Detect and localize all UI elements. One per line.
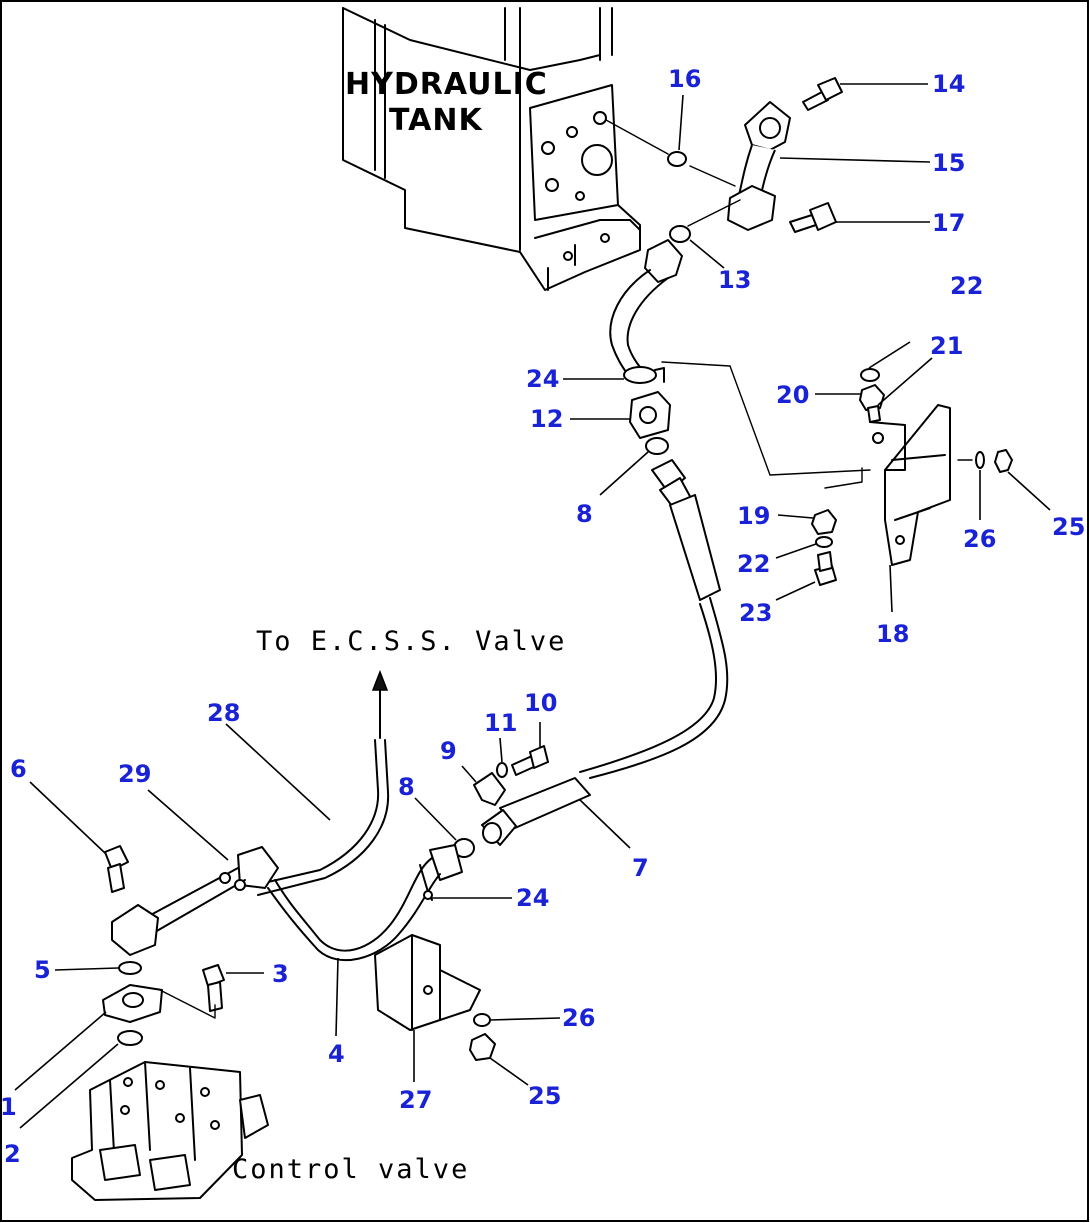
callout-28: 28 xyxy=(207,699,240,727)
callout-3: 3 xyxy=(272,960,289,988)
nut-20 xyxy=(859,384,885,411)
leader-lines xyxy=(14,83,1051,1129)
callout-24-upper: 24 xyxy=(526,365,559,393)
callout-1: 1 xyxy=(0,1093,17,1121)
callout-2: 2 xyxy=(4,1140,21,1168)
bolt-14 xyxy=(802,77,843,111)
bracket-27 xyxy=(374,934,481,1031)
callout-21: 21 xyxy=(930,332,963,360)
o-ring-5 xyxy=(118,961,142,975)
bolt-3 xyxy=(202,964,225,1012)
elbow-fitting-15 xyxy=(727,101,791,231)
callout-9: 9 xyxy=(440,737,457,765)
ecss-line-28 xyxy=(254,669,390,896)
washer-26-upper xyxy=(975,451,985,469)
suction-tube-upper xyxy=(609,239,683,379)
washer-26-lower xyxy=(473,1013,491,1027)
washer-22-upper xyxy=(860,368,880,382)
callout-8-upper: 8 xyxy=(576,500,593,528)
o-ring-16 xyxy=(667,151,687,167)
callout-5: 5 xyxy=(34,956,51,984)
callout-24-lower: 24 xyxy=(516,884,549,912)
callout-16: 16 xyxy=(668,65,701,93)
callout-27: 27 xyxy=(399,1086,432,1114)
o-ring-8-upper xyxy=(645,437,669,455)
bolt-10 xyxy=(511,745,549,776)
bolt-23 xyxy=(814,551,837,586)
tank-label-line1: HYDRAULIC xyxy=(345,67,548,102)
flange-1 xyxy=(102,984,163,1023)
flange-block-12 xyxy=(629,391,671,439)
hydraulic-tank xyxy=(342,7,641,291)
callout-29: 29 xyxy=(118,760,151,788)
control-valve xyxy=(71,1061,269,1201)
clamp-guide-line xyxy=(661,361,871,476)
ecss-valve-label: To E.C.S.S. Valve xyxy=(256,626,566,657)
callout-20: 20 xyxy=(776,381,809,409)
clamp-24-lower xyxy=(419,864,433,901)
washer-11 xyxy=(496,762,508,778)
bolt-17 xyxy=(789,202,837,233)
callout-26-lower: 26 xyxy=(562,1004,595,1032)
callout-22-lower: 22 xyxy=(737,550,770,578)
washer-22-lower xyxy=(815,536,833,548)
callout-6: 6 xyxy=(10,755,27,783)
callout-18: 18 xyxy=(876,620,909,648)
hose-7 xyxy=(481,459,729,846)
stud-21 xyxy=(867,405,881,423)
callout-15: 15 xyxy=(932,149,965,177)
callout-7: 7 xyxy=(632,854,649,882)
callout-12: 12 xyxy=(530,405,563,433)
nut-25-upper xyxy=(994,449,1013,473)
stud-guide xyxy=(824,467,863,489)
callout-13: 13 xyxy=(718,266,751,294)
ecss-arrowhead xyxy=(371,669,389,691)
clamp-24-upper xyxy=(623,366,665,384)
callout-8-lower: 8 xyxy=(398,773,415,801)
callout-23: 23 xyxy=(739,599,772,627)
callout-4: 4 xyxy=(328,1040,345,1068)
bolt-6 xyxy=(104,845,129,893)
o-ring-13 xyxy=(669,225,691,243)
clamp-9 xyxy=(473,772,506,806)
nut-19 xyxy=(811,509,837,535)
tank-label-line2: TANK xyxy=(389,103,483,138)
callout-25-upper: 25 xyxy=(1052,513,1085,541)
tube-4 xyxy=(267,844,463,962)
callout-26-upper: 26 xyxy=(963,525,996,553)
flange-bolt-guide xyxy=(159,989,216,1019)
o-ring-2 xyxy=(117,1030,143,1046)
callout-10: 10 xyxy=(524,689,557,717)
callout-17: 17 xyxy=(932,209,965,237)
callout-22-upper: 22 xyxy=(950,272,983,300)
callout-19: 19 xyxy=(737,502,770,530)
elbow-fitting-29 xyxy=(111,846,279,956)
callout-14: 14 xyxy=(932,70,965,98)
bracket-18 xyxy=(869,404,951,566)
callout-25-lower: 25 xyxy=(528,1082,561,1110)
nut-25-lower xyxy=(469,1033,496,1061)
control-valve-label: Control valve xyxy=(232,1154,469,1185)
callout-11: 11 xyxy=(484,709,517,737)
